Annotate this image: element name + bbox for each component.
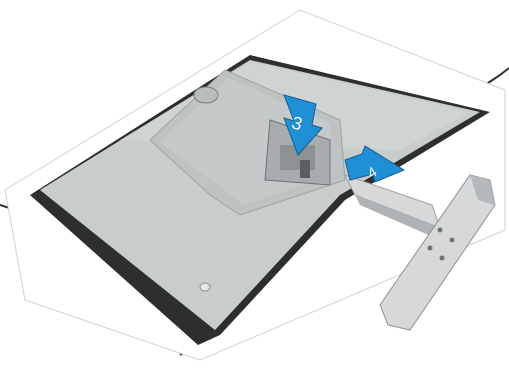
logo-cap: [194, 87, 218, 103]
power-button: [200, 283, 210, 291]
